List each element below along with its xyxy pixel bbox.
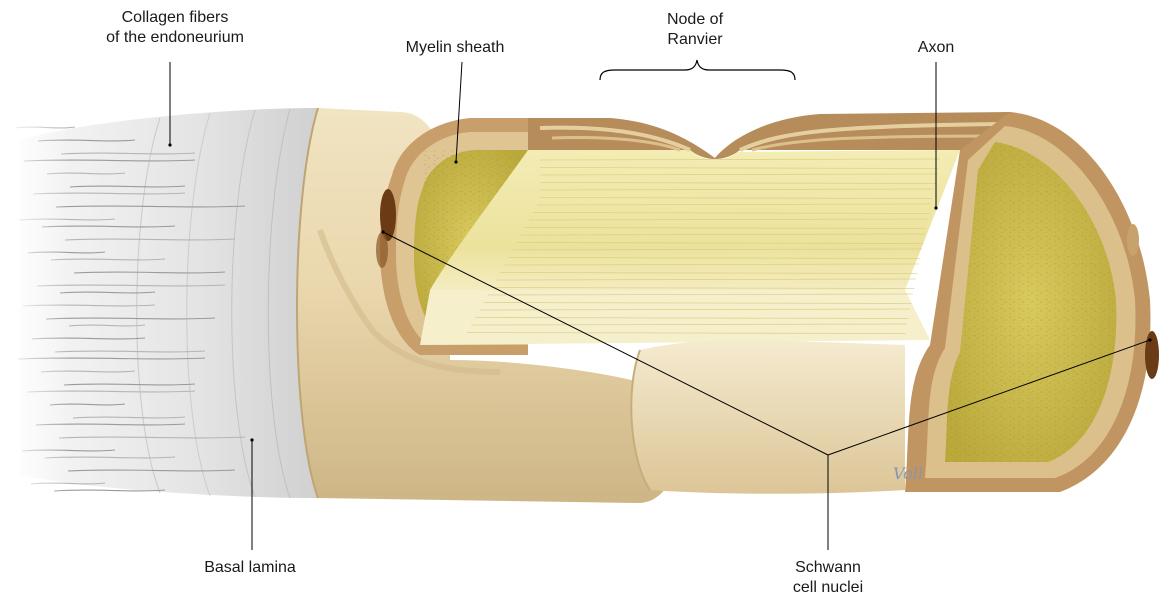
label-basal-lamina: Basal lamina: [180, 558, 320, 578]
label-collagen-fibers: Collagen fibers of the endoneurium: [70, 8, 280, 48]
label-node-line2: Ranvier: [635, 30, 755, 50]
label-collagen-line1: Collagen fibers: [70, 8, 280, 28]
label-myelin-sheath: Myelin sheath: [380, 38, 530, 58]
label-axon: Axon: [900, 38, 972, 58]
label-node-of-ranvier: Node of Ranvier: [635, 10, 755, 50]
node-of-ranvier-brace: [600, 60, 795, 80]
label-collagen-line2: of the endoneurium: [70, 28, 280, 48]
label-schwann-line2: cell nuclei: [770, 578, 886, 598]
label-schwann-line1: Schwann: [770, 558, 886, 578]
artist-signature: Voll: [893, 464, 923, 483]
schwann-nucleus-right: [1145, 331, 1159, 379]
label-schwann-cell-nuclei: Schwann cell nuclei: [770, 558, 886, 598]
label-node-line1: Node of: [635, 10, 755, 30]
right-internode: [631, 340, 905, 493]
left-fade: [0, 100, 70, 500]
